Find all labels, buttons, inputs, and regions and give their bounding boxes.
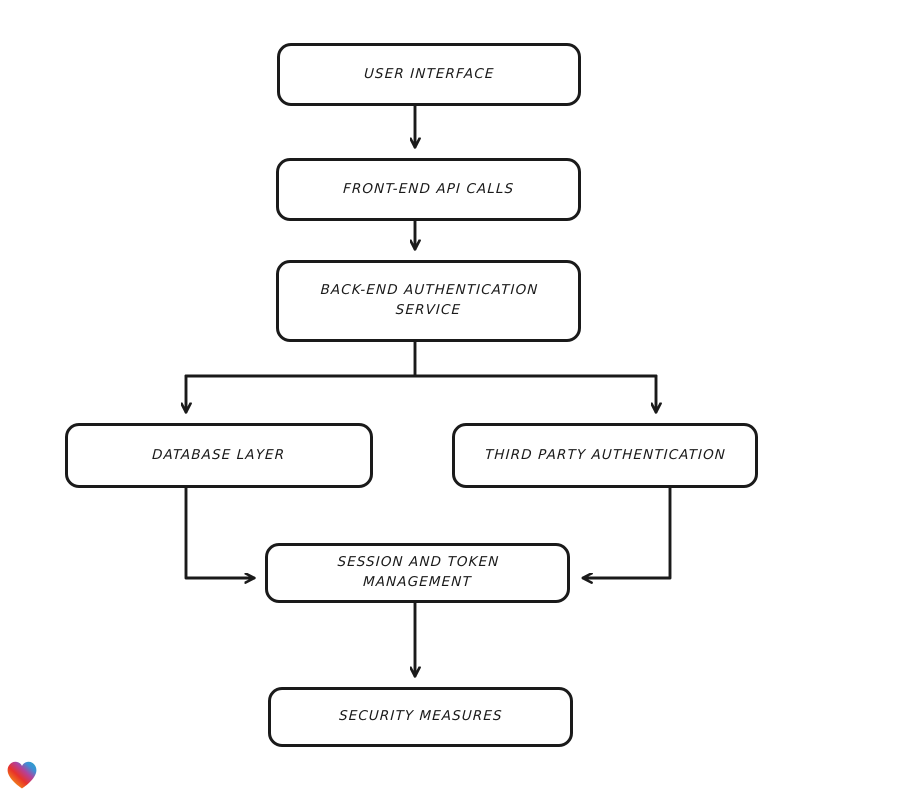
- node-label: USER INTERFACE: [363, 65, 495, 82]
- node-label: SECURITY MEASURES: [338, 708, 503, 725]
- node-third-party-auth[interactable]: THIRD PARTY AUTHENTICATION: [452, 423, 758, 488]
- node-session-token-mgmt[interactable]: SESSION AND TOKEN MANAGEMENT: [265, 543, 570, 603]
- node-database-layer[interactable]: DATABASE LAYER: [65, 423, 373, 488]
- node-label: SESSION AND TOKEN MANAGEMENT: [336, 554, 500, 590]
- node-label: DATABASE LAYER: [152, 446, 287, 463]
- node-front-end-api-calls[interactable]: FRONT-END API CALLS: [276, 158, 581, 221]
- node-label: BACK-END AUTHENTICATION SERVICE: [319, 282, 539, 318]
- node-security-measures[interactable]: SECURITY MEASURES: [268, 687, 573, 747]
- edge-thirdparty-to-session: [581, 486, 672, 578]
- node-label: FRONT-END API CALLS: [342, 180, 515, 197]
- edge-database-to-session: [184, 486, 254, 578]
- heart-icon: [7, 761, 37, 789]
- node-label: THIRD PARTY AUTHENTICATION: [484, 446, 726, 463]
- node-back-end-auth-service[interactable]: BACK-END AUTHENTICATION SERVICE: [276, 260, 581, 342]
- node-user-interface[interactable]: USER INTERFACE: [277, 43, 581, 106]
